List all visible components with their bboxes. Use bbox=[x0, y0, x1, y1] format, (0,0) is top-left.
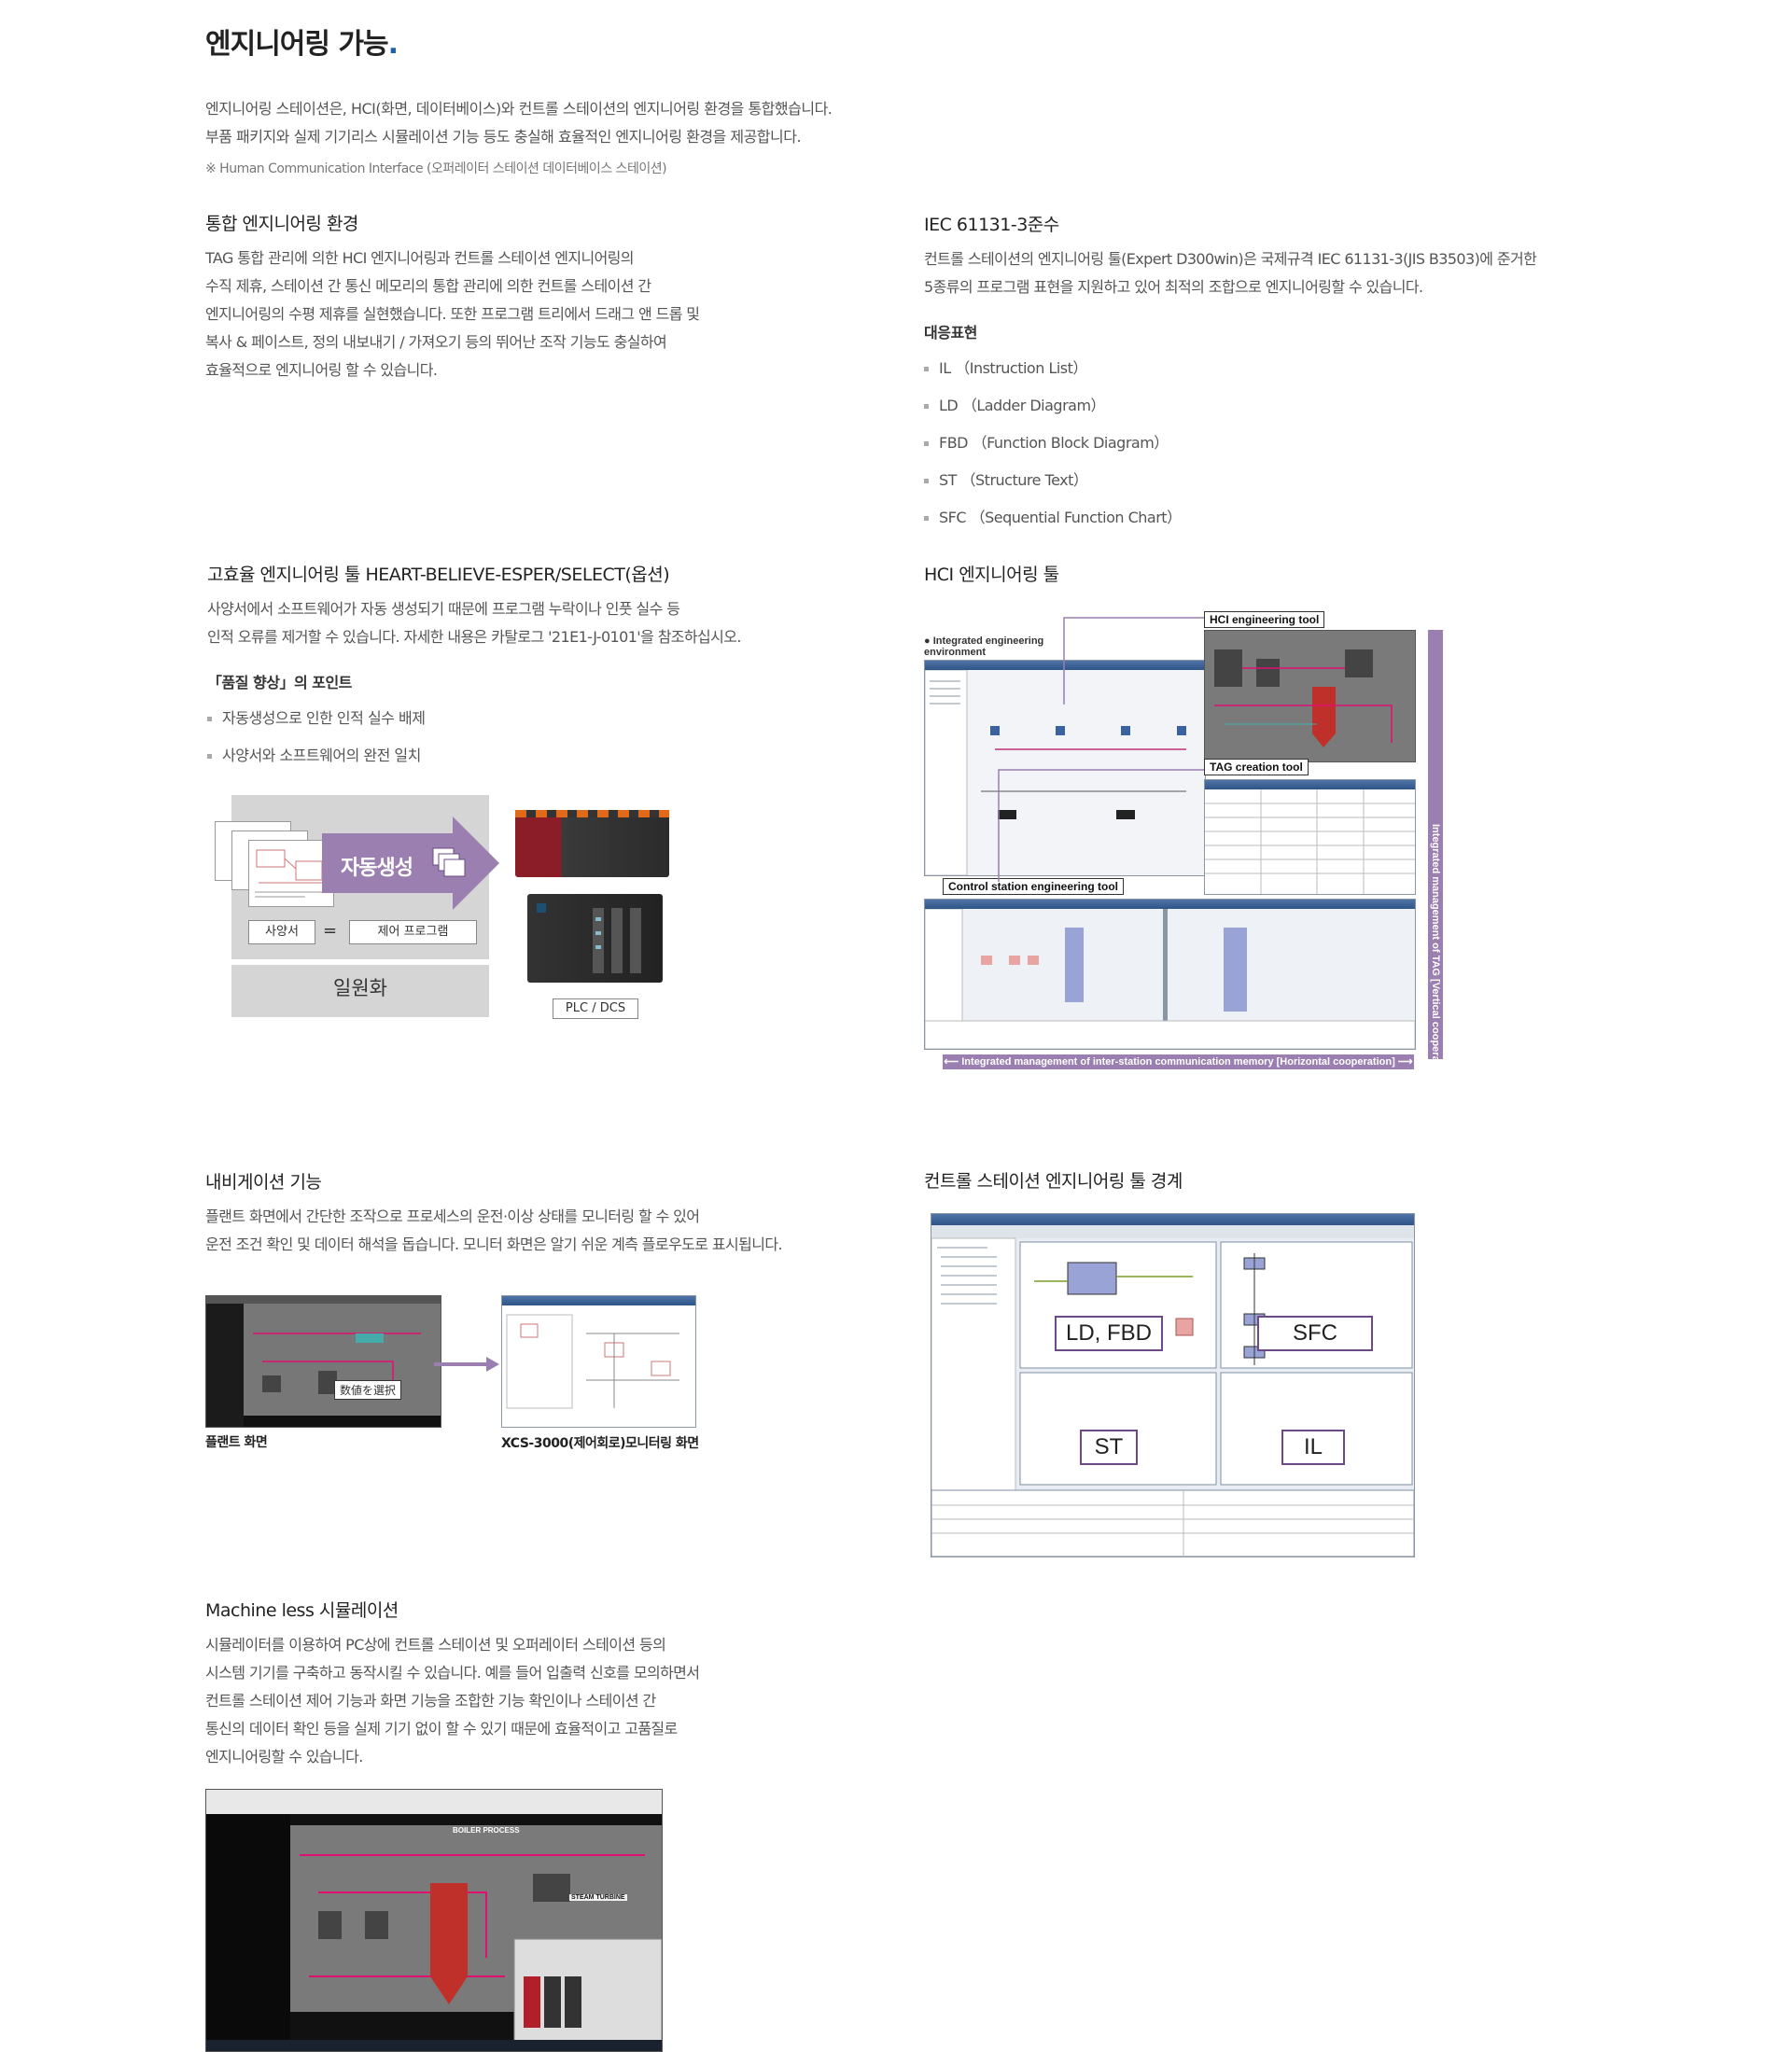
vertical-cooperation-label: Integrated management of TAG [Vertical c… bbox=[1430, 824, 1441, 1084]
horizontal-cooperation-bar: ⟵ Integrated management of inter-station… bbox=[943, 1054, 1414, 1069]
il-label: IL bbox=[1281, 1430, 1345, 1465]
boiler-process-label: BOILER PROCESS bbox=[453, 1826, 520, 1835]
list-item: FBD （Function Block Diagram） bbox=[924, 425, 1182, 462]
tag-creation-screenshot bbox=[1204, 779, 1416, 895]
hci-note: ※ Human Communication Interface (오퍼레이터 스… bbox=[205, 161, 667, 176]
control-program-label: 제어 프로그램 bbox=[349, 920, 477, 944]
copy-icon bbox=[432, 847, 466, 877]
iec-list: IL （Instruction List） LD （Ladder Diagram… bbox=[924, 350, 1182, 537]
vertical-cooperation-bar bbox=[1428, 630, 1443, 1059]
hci-engineering-tool-label: HCI engineering tool bbox=[1204, 611, 1325, 628]
integrated-title: 통합 엔지니어링 환경 bbox=[205, 214, 358, 234]
hci-tool-title: HCI 엔지니어링 툴 bbox=[924, 565, 1059, 585]
list-item: IL （Instruction List） bbox=[924, 350, 1182, 387]
spec-label: 사양서 bbox=[248, 920, 315, 944]
heart-subhead: 「품질 향상」의 포인트 bbox=[207, 674, 352, 691]
navigation-title: 내비게이션 기능 bbox=[205, 1172, 322, 1193]
auto-generation-diagram: 자동생성 사양서 = 제어 프로그램 일원화 PLC / DCS bbox=[215, 793, 681, 1022]
page-title: 엔지니어링 가능. bbox=[205, 28, 399, 61]
integrated-text: TAG 통합 관리에 의한 HCI 엔지니어링과 컨트롤 스테이션 엔지니어링의… bbox=[205, 249, 700, 379]
heart-title: 고효율 엔지니어링 툴 HEART-BELIEVE-ESPER/SELECT(옵… bbox=[207, 565, 670, 585]
intro-text: 엔지니어링 스테이션은, HCI(화면, 데이터베이스)와 컨트롤 스테이션의 … bbox=[205, 100, 833, 146]
select-value-label: 数値を選択 bbox=[334, 1380, 402, 1400]
heart-list: 자동생성으로 인한 인적 실수 배제 사양서와 소프트웨어의 완전 일치 bbox=[207, 700, 426, 775]
spec-sheet-image bbox=[248, 840, 334, 907]
monitoring-screen-image bbox=[501, 1295, 696, 1428]
tag-creation-tool-label: TAG creation tool bbox=[1204, 759, 1309, 775]
sfc-label: SFC bbox=[1257, 1316, 1373, 1351]
list-item: SFC （Sequential Function Chart） bbox=[924, 499, 1182, 537]
list-item: ST （Structure Text） bbox=[924, 462, 1182, 499]
plant-screen-image bbox=[205, 1295, 441, 1428]
iec-title: IEC 61131-3준수 bbox=[924, 215, 1059, 235]
monitoring-screen-caption: XCS-3000(제어회로)모니터링 화면 bbox=[501, 1436, 699, 1451]
control-station-tool-label: Control station engineering tool bbox=[943, 878, 1124, 895]
st-label: ST bbox=[1080, 1430, 1138, 1465]
list-item: 사양서와 소프트웨어의 완전 일치 bbox=[207, 737, 425, 775]
machineless-text: 시뮬레이터를 이용하여 PC상에 컨트롤 스테이션 및 오퍼레이터 스테이션 등… bbox=[205, 1636, 700, 1766]
navigation-text: 플랜트 화면에서 간단한 조작으로 프로세스의 운전·이상 상태를 모니터링 할… bbox=[205, 1207, 783, 1253]
iec-subhead: 대응표현 bbox=[924, 324, 977, 342]
control-tool-title: 컨트롤 스테이션 엔지니어링 툴 경계 bbox=[924, 1171, 1183, 1192]
machineless-title: Machine less 시뮬레이션 bbox=[205, 1600, 399, 1621]
control-tool-screenshot bbox=[931, 1213, 1415, 1557]
equals-sign: = bbox=[323, 921, 338, 941]
integrated-env-screenshot bbox=[924, 660, 1206, 876]
iec-text: 컨트롤 스테이션의 엔지니어링 툴(Expert D300win)은 국제규격 … bbox=[924, 250, 1537, 296]
steam-turbine-label: STEAM TURBINE bbox=[569, 1894, 627, 1901]
ld-fbd-label: LD, FBD bbox=[1055, 1316, 1163, 1351]
plant-screen-caption: 플랜트 화면 bbox=[205, 1435, 268, 1450]
integrated-env-label: ● Integrated engineering environment bbox=[924, 635, 1044, 658]
hci-engineering-screenshot bbox=[1204, 630, 1416, 762]
plc-hardware-image bbox=[515, 810, 669, 877]
simulation-screenshot bbox=[205, 1789, 663, 2052]
dcs-hardware-image bbox=[527, 894, 663, 983]
unify-label: 일원화 bbox=[231, 959, 489, 1017]
plc-terminals bbox=[515, 810, 669, 817]
arrow-icon bbox=[434, 1357, 499, 1372]
list-item: LD （Ladder Diagram） bbox=[924, 387, 1182, 425]
auto-gen-label: 자동생성 bbox=[341, 857, 413, 880]
control-station-screenshot bbox=[924, 899, 1416, 1050]
title-dot: . bbox=[387, 28, 399, 61]
plc-dcs-label: PLC / DCS bbox=[553, 998, 638, 1019]
hci-tool-diagram: ● Integrated engineering environment HCI… bbox=[924, 602, 1447, 1101]
connector-lines bbox=[998, 617, 1204, 882]
auto-gen-arrow bbox=[322, 817, 499, 910]
list-item: 자동생성으로 인한 인적 실수 배제 bbox=[207, 700, 426, 737]
heart-text: 사양서에서 소프트웨어가 자동 생성되기 때문에 프로그램 누락이나 인풋 실수… bbox=[207, 600, 742, 646]
